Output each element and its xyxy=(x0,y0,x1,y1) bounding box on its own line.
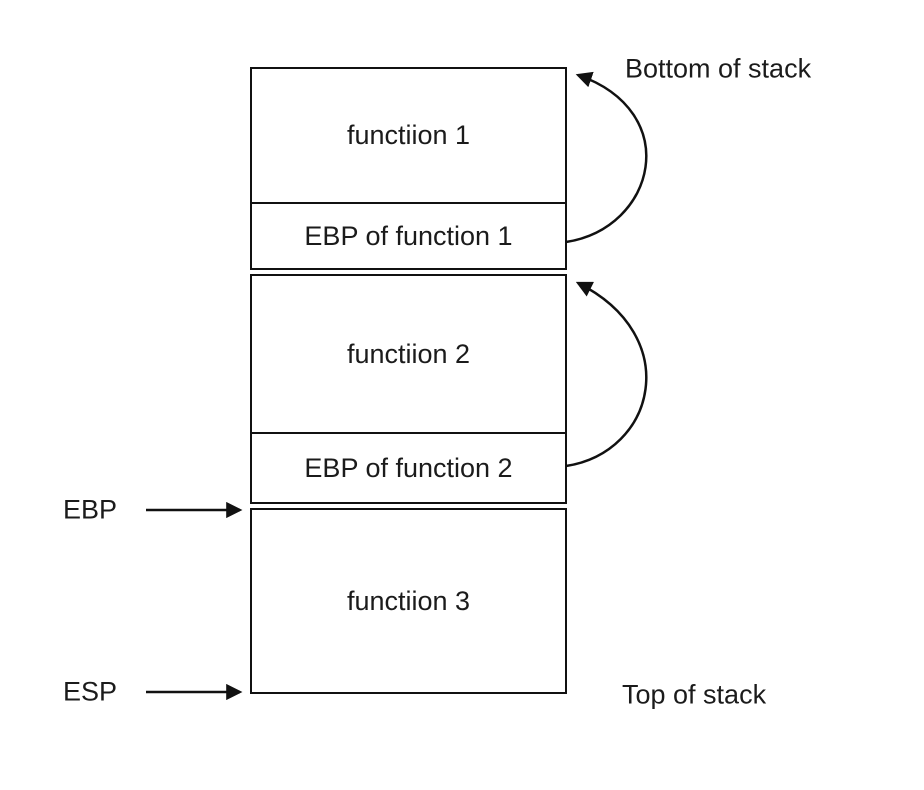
stack-box-function-3-label: functiion 3 xyxy=(346,585,471,616)
stack-box-function-2-label: functiion 2 xyxy=(346,338,471,369)
stack-box-saved-ebp-2-label: EBP of function 2 xyxy=(304,452,513,483)
stack-box-saved-ebp-1-label: EBP of function 1 xyxy=(304,220,513,251)
stack-box-function-2: functiion 2 xyxy=(252,276,565,434)
frame-function-2: functiion 2 EBP of function 2 xyxy=(250,274,567,504)
stack-box-saved-ebp-2: EBP of function 2 xyxy=(252,434,565,502)
frame-function-3: functiion 3 xyxy=(250,508,567,694)
bottom-of-stack-label: Bottom of stack xyxy=(625,53,812,84)
return-link-arrow-frame1 xyxy=(565,71,648,244)
top-of-stack-label: Top of stack xyxy=(622,679,767,710)
stack-box-function-3: functiion 3 xyxy=(252,510,565,692)
stack-box-function-1: functiion 1 xyxy=(252,69,565,204)
ebp-register-label: EBP xyxy=(63,494,118,525)
stack-box-function-1-label: functiion 1 xyxy=(346,120,471,150)
return-link-arrow-frame2 xyxy=(565,281,648,468)
stack-box-saved-ebp-1: EBP of function 1 xyxy=(252,204,565,268)
esp-register-label: ESP xyxy=(63,676,118,707)
frame-function-1: functiion 1 EBP of function 1 xyxy=(250,67,567,270)
